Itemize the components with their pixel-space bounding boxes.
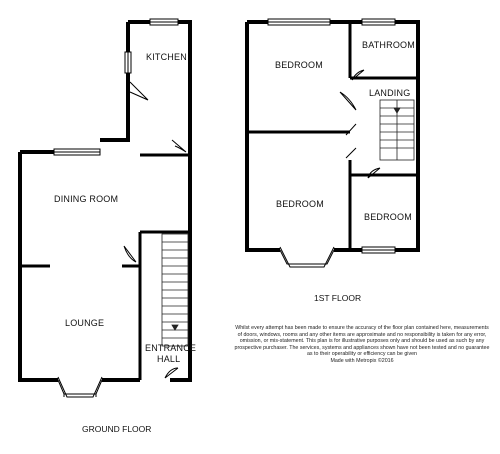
bedroom-top-door [339, 91, 357, 111]
disclaimer-line: Made with Metropix ©2016 [330, 357, 394, 364]
lounge-bay-window [57, 376, 103, 398]
room-label-landing: LANDING [369, 88, 410, 98]
first-floor-staircase [379, 99, 415, 161]
first-floor-outer-walls [245, 20, 420, 252]
kitchen-walls [100, 20, 192, 155]
hall-door [171, 139, 187, 153]
bedroom-bay-window [279, 246, 335, 268]
room-label-bathroom: BATHROOM [362, 40, 415, 50]
disclaimer-text: Whilst every attempt has been made to en… [226, 325, 498, 365]
entrance-door [164, 367, 179, 379]
room-label-entrance-hall-2: HALL [157, 354, 180, 364]
kitchen-side-window [124, 51, 132, 74]
first-floor-top-windows [267, 18, 396, 254]
ground-floor-label: GROUND FLOOR [82, 424, 151, 434]
bathroom-door [351, 69, 365, 81]
stair-wall [138, 230, 190, 380]
bedroom-small-door [367, 167, 381, 179]
disclaimer-line: of doors, windows, rooms and any other i… [237, 331, 487, 338]
ground-staircase [161, 233, 189, 347]
room-label-bedroom-middle: BEDROOM [276, 199, 324, 209]
room-label-dining-room: DINING ROOM [54, 194, 118, 204]
dining-window [53, 148, 101, 156]
first-floor-plan [245, 18, 420, 268]
disclaimer-line: prospective purchaser. The services, sys… [234, 344, 490, 351]
lounge-door [123, 245, 137, 263]
kitchen-top-window [149, 18, 179, 26]
kitchen-door [129, 81, 149, 101]
room-label-kitchen: KITCHEN [146, 52, 187, 62]
disclaimer-line: Whilst every attempt has been made to en… [235, 325, 489, 331]
ground-floor-plan [18, 18, 192, 398]
disclaimer-line: omission, or mis-statement. This plan is… [239, 338, 485, 345]
first-floor-label: 1ST FLOOR [314, 293, 361, 303]
disclaimer-line: as to their operability or efficiency ca… [306, 351, 418, 358]
room-label-entrance-hall-1: ENTRANCE [145, 343, 196, 353]
room-label-lounge: LOUNGE [65, 318, 104, 328]
first-floor-internal-walls [247, 22, 418, 250]
bedroom-middle-door [345, 123, 357, 159]
room-label-bedroom-top: BEDROOM [275, 60, 323, 70]
room-label-bedroom-small: BEDROOM [364, 212, 412, 222]
